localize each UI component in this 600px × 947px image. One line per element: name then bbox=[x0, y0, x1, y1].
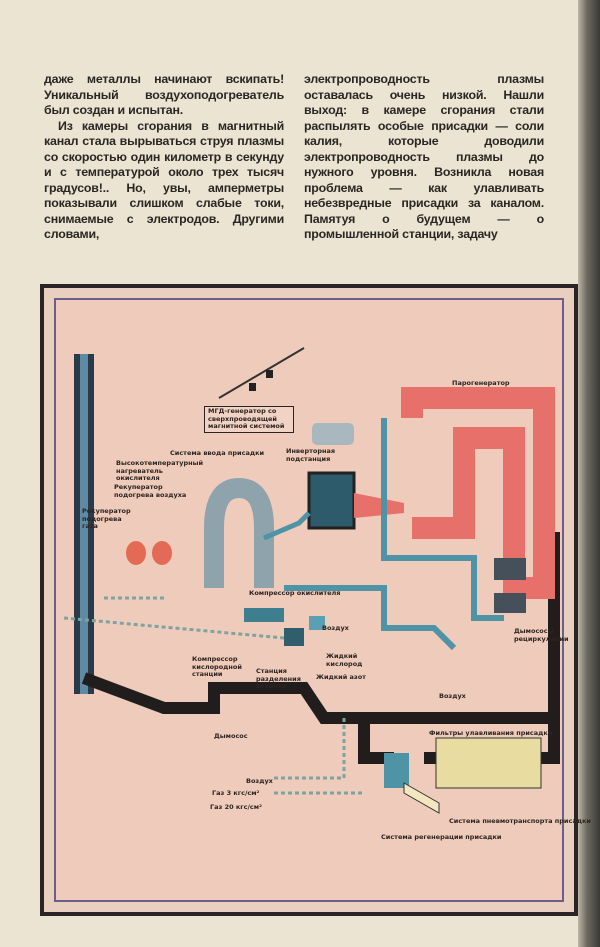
insulator bbox=[266, 370, 273, 378]
steam-generator bbox=[401, 387, 555, 599]
air-recuperator bbox=[152, 541, 172, 565]
label-inverter-substation: Инверторная подстанция bbox=[286, 447, 336, 463]
inverter-substation bbox=[312, 423, 354, 445]
mhd-plant-diagram: Парогенератор МГД-генератор со сверхпров… bbox=[40, 284, 591, 916]
label-additive-input: Система ввода присадки bbox=[170, 449, 265, 457]
label-air-recuperator: Рекуператор подогрева воздуха bbox=[114, 483, 187, 499]
liquid-nitrogen-tank bbox=[284, 628, 304, 646]
label-gas-3: Газ 3 кгс/см² bbox=[212, 789, 260, 797]
label-oxygen-compressor: Компрессор кислородной станции bbox=[192, 655, 242, 678]
label-mhd-generator: МГД-генератор со сверхпроводящей магнитн… bbox=[204, 406, 294, 433]
power-line bbox=[218, 347, 305, 399]
air-pipe bbox=[284, 585, 457, 651]
oxidizer-pipe bbox=[263, 511, 311, 541]
text-column-2: электропроводность плазмы оставалась оче… bbox=[304, 72, 544, 243]
label-gas-recuperator: Рекуператор подогрева газа bbox=[82, 507, 131, 530]
regeneration-unit bbox=[403, 782, 440, 814]
gas-line bbox=[63, 596, 364, 795]
recirculation-fan bbox=[494, 593, 526, 613]
label-regeneration: Система регенерации присадки bbox=[381, 833, 502, 841]
label-air-separation: Станция разделения воздуха bbox=[256, 667, 301, 690]
page-edge bbox=[578, 0, 600, 947]
label-oxidizer-heater: Высокотемпературный нагреватель окислите… bbox=[116, 459, 204, 482]
label-air-bottom: Воздух bbox=[246, 777, 273, 785]
label-gas-20: Газ 20 кгс/см² bbox=[210, 803, 262, 811]
label-filters: Фильтры улавливания присадки bbox=[429, 729, 553, 737]
scrubber bbox=[384, 753, 409, 788]
insulator bbox=[249, 383, 256, 391]
filters-block bbox=[435, 737, 542, 789]
label-air-small: Воздух bbox=[322, 624, 349, 632]
label-exhauster: Дымосос bbox=[214, 732, 248, 740]
mhd-channel bbox=[354, 493, 404, 518]
label-oxidizer-compressor: Компрессор окислителя bbox=[249, 589, 341, 597]
paragraph: Из камеры сгорания в магнитный канал ста… bbox=[44, 118, 284, 242]
label-pneumo-transport: Система пневмотранспорта присадки bbox=[449, 817, 591, 825]
gas-recuperator bbox=[126, 541, 146, 565]
air-pipe bbox=[381, 418, 504, 621]
recirculation-fan bbox=[494, 558, 526, 580]
liquid-oxygen-tank bbox=[309, 616, 325, 630]
combustion-chamber bbox=[307, 471, 356, 530]
label-liquid-oxygen: Жидкий кислород bbox=[326, 652, 363, 668]
label-liquid-nitrogen: Жидкий азот bbox=[316, 673, 366, 681]
diagram-drawing bbox=[63, 347, 560, 814]
air-separation-unit bbox=[244, 608, 284, 622]
chimney-highlight bbox=[80, 354, 88, 694]
label-air-right: Воздух bbox=[439, 692, 466, 700]
paragraph: даже металлы начинают вскипать! Уникальн… bbox=[44, 72, 284, 117]
oxidizer-heater bbox=[204, 477, 274, 588]
text-column-1: даже металлы начинают вскипать! Уникальн… bbox=[44, 72, 284, 243]
label-recirculation-fans: Дымососы рециркуляции bbox=[514, 627, 569, 643]
paragraph: электропроводность плазмы оставалась оче… bbox=[304, 72, 544, 241]
label-steam-generator: Парогенератор bbox=[452, 379, 510, 387]
